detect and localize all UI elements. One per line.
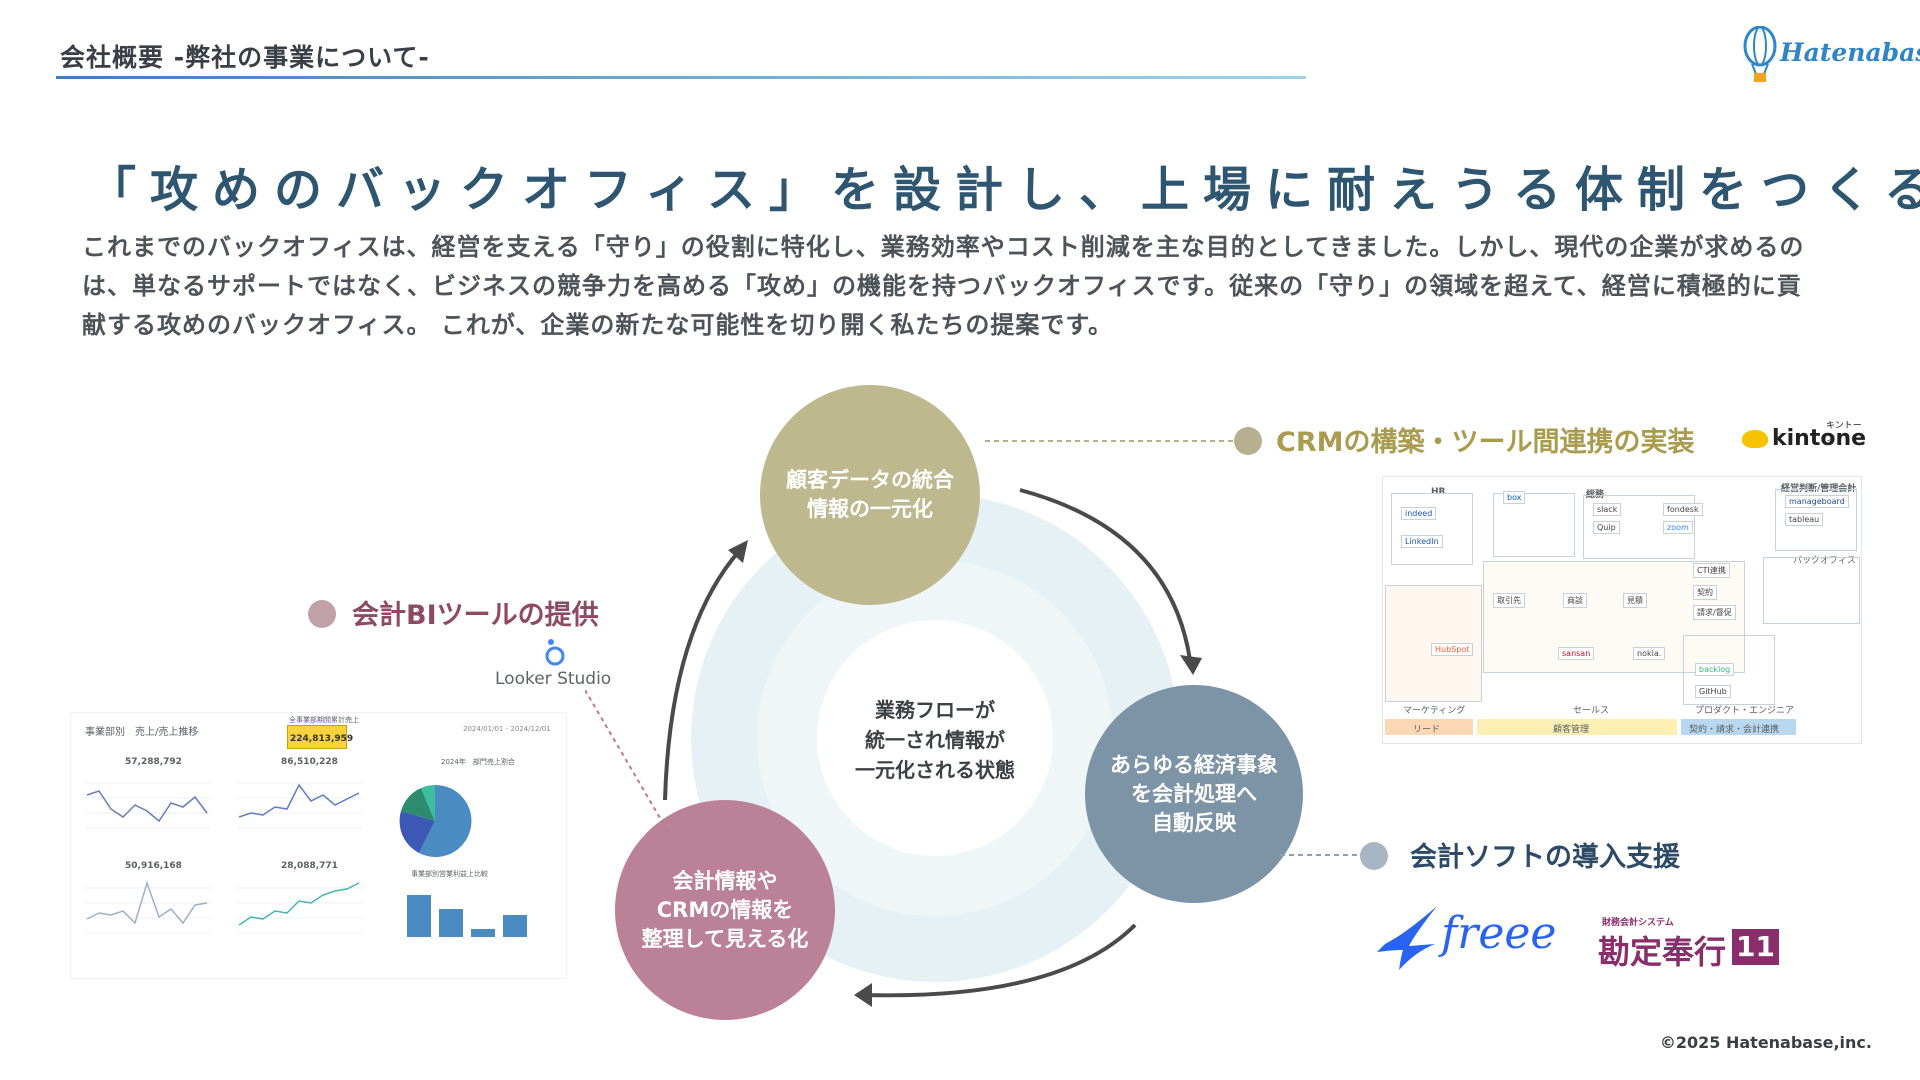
crm-feature-label: CRMの構築・ツール間連携の実装 [1276,427,1695,458]
copyright: ©2025 Hatenabase,inc. [1659,1033,1872,1052]
kintone-kana: キントーン [1826,421,1862,444]
trend-line-4 [238,882,360,926]
arrow-bottom-head [854,983,872,1007]
bar-3 [471,929,495,937]
logo-wordmark: Hatenabase [1780,38,1920,67]
trend-line-1 [86,790,208,823]
bugyo-version: 11 [1732,929,1779,965]
dashboard-date-range: 2024/01/01 - 2024/12/01 [463,725,551,733]
diagram-lead-label: リード [1413,725,1441,735]
arrow-top-right-head [1180,655,1202,675]
diagram-product-label: プロダクト・エンジニア [1695,706,1795,716]
bar-2 [439,909,463,937]
dashboard-title: 事業部別 売上/売上推移 [85,727,199,738]
headline: 「攻めのバックオフィス」を設計し、上場に耐えうる体制をつくる [88,162,1920,218]
kpi-3: 50,916,168 [125,861,182,871]
arrow-left-up [663,548,742,801]
diagram-contract-label: 契約・請求・会計連携 [1689,725,1780,735]
kintone-logo: キントーン kintone [1742,418,1866,458]
diagram-marketing-label: マーケティング [1403,706,1466,716]
header-divider [56,76,1306,79]
looker-wordmark: Looker Studio [495,669,612,689]
inner-circle [817,620,1053,856]
intro-paragraph: これまでのバックオフィスは、経営を支える「守り」の役割に特化し、業務効率やコスト… [82,233,1805,339]
arrow-bottom [864,923,1137,998]
crm-integration-diagram: HR 総務 経営判断/管理会計 バックオフィス indeed LinkedIn … [1382,476,1862,744]
bi-dashboard-preview: 事業部別 売上/売上推移 全事業部期間累計売上 224,813,959 2024… [70,712,567,979]
dashboard-total-value: 224,813,959 [290,734,354,744]
crm-bullet [1234,427,1262,455]
balloon-icon [1743,26,1777,82]
kanjo-bugyo-logo: 財務会計システム 勘定奉行 11 [1598,915,1779,975]
bi-connector [585,690,671,836]
kintone-wordmark: kintone [1772,426,1867,451]
dashboard-total-label: 全事業部期間累計売上 [289,716,359,724]
accounting-bullet [1360,842,1388,870]
cycle-step-accounting-auto: あらゆる経済事象 を会計処理へ 自動反映 [1085,685,1303,903]
arrow-left-up-head [728,540,748,563]
freee-bird-icon [1377,906,1437,970]
freee-wordmark: freee [1441,908,1557,959]
dashboard-charts [85,782,527,937]
trend-line-2 [238,783,360,818]
cycle-step-customer-data: 顧客データの統合 情報の一元化 [760,385,980,605]
kpi-4: 28,088,771 [281,861,338,871]
bar-1 [407,895,431,937]
freee-logo: freee [1375,900,1575,980]
kpi-2: 86,510,228 [281,757,338,767]
page-section-title: 会社概要 -弊社の事業について- [60,43,430,72]
bi-bullet [308,600,336,628]
kintone-mark-icon [1742,430,1768,448]
looker-studio-logo: Looker Studio [495,637,625,691]
bugyo-wordmark: 勘定奉行 [1598,933,1727,971]
looker-icon [545,639,565,666]
diagram-hr-label: HR [1431,487,1446,497]
diagram-customer-label: 顧客管理 [1553,725,1590,735]
bi-feature-label: 会計BIツールの提供 [352,600,599,631]
bugyo-subtitle: 財務会計システム [1602,918,1674,928]
trend-line-3 [86,880,208,925]
diagram-backoffice-label: バックオフィス [1793,556,1856,566]
crm-connector [985,440,1235,442]
cycle-center-text: 業務フローが 統一され情報が 一元化される状態 [855,698,1015,782]
accounting-feature-label: 会計ソフトの導入支援 [1410,842,1680,873]
arrow-top-right [1019,488,1192,661]
bar-chart-title: 事業部別営業利益上比較 [411,870,488,878]
pie-chart-title: 2024年 部門売上割合 [441,758,515,766]
company-logo: Hatenabase [1742,26,1920,86]
bar-4 [503,915,527,937]
dashboard-total-box [287,725,347,749]
accounting-connector [1280,854,1360,856]
diagram-sales-label: セールス [1573,706,1610,716]
cycle-step-visualization: 会計情報や CRMの情報を 整理して見える化 [615,800,835,1020]
kpi-1: 57,288,792 [125,757,182,767]
pie-chart [399,784,472,857]
